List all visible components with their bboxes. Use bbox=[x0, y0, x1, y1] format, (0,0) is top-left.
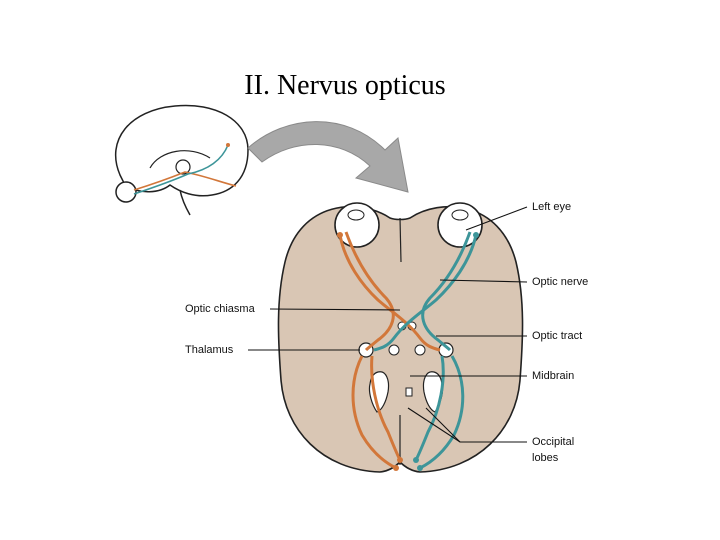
orange-pathway-crossed bbox=[344, 231, 395, 352]
leader-left-eye bbox=[465, 206, 528, 231]
teal-pathway-nerve bbox=[373, 234, 478, 352]
inset-pathway-teal bbox=[133, 144, 229, 195]
orange-radiation-outer bbox=[351, 355, 397, 470]
label-midbrain: Midbrain bbox=[532, 370, 575, 382]
inset-pathway-orange bbox=[133, 171, 237, 191]
aqueduct bbox=[405, 387, 413, 397]
orange-radiation-inner bbox=[370, 355, 402, 461]
brainstem bbox=[179, 189, 191, 216]
midbrain-node-right bbox=[388, 344, 400, 356]
inset-eye bbox=[115, 181, 137, 203]
teal-radiation-inner bbox=[414, 355, 445, 461]
teal-eye-dot bbox=[473, 232, 479, 238]
leader-occipital-b bbox=[425, 407, 461, 443]
leader-optic-chiasma bbox=[269, 308, 401, 311]
sagittal-brain-inset bbox=[114, 104, 249, 216]
teal-pathway-crossed bbox=[421, 231, 472, 352]
label-optic-nerve: Optic nerve bbox=[532, 276, 589, 288]
left-eye bbox=[437, 202, 483, 248]
orange-pathway-nerve bbox=[338, 234, 441, 352]
leader-optic-nerve bbox=[439, 279, 528, 283]
teal-terminal-1 bbox=[417, 465, 423, 471]
teal-terminal-2 bbox=[413, 457, 419, 463]
corpus-callosum bbox=[149, 150, 211, 169]
midbrain-node-left bbox=[414, 344, 426, 356]
slide-title: II. Nervus opticus bbox=[244, 70, 446, 101]
curved-arrow bbox=[247, 121, 409, 193]
label-thalamus: Thalamus bbox=[185, 344, 234, 356]
longitudinal-fissure-front bbox=[399, 217, 402, 263]
ventricle-left bbox=[422, 371, 444, 413]
inferior-brain bbox=[277, 202, 524, 473]
label-left-eye: Left eye bbox=[532, 201, 572, 213]
label-optic-chiasma: Optic chiasma bbox=[185, 303, 255, 315]
orange-terminal-1 bbox=[393, 465, 399, 471]
label-occipital-lobes: Occipital lobes bbox=[532, 436, 575, 464]
inset-pathway-end bbox=[226, 143, 230, 147]
right-eye-lens bbox=[347, 209, 365, 221]
orange-eye-dot bbox=[337, 232, 343, 238]
leader-lines bbox=[248, 206, 528, 443]
orange-terminal-2 bbox=[397, 457, 403, 463]
left-eye-lens bbox=[451, 209, 469, 221]
label-optic-tract: Optic tract bbox=[532, 330, 583, 342]
inset-thalamus bbox=[175, 159, 191, 175]
